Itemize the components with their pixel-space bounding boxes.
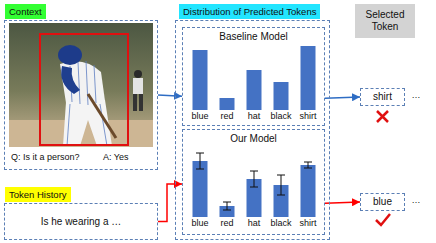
detection-box (40, 34, 128, 145)
baseball-photo (9, 23, 153, 147)
error-bars (196, 153, 312, 210)
bat (88, 94, 116, 138)
bar (274, 82, 289, 110)
selection-arrow (325, 202, 360, 203)
bar-label: black (265, 218, 297, 229)
photo-background (9, 23, 153, 147)
section-heading: Token History (5, 187, 71, 202)
umpire-head (134, 70, 142, 78)
node-text: Baseline Model (183, 31, 324, 43)
bar-label: black (265, 111, 297, 122)
node-text: Is he wearing a … (5, 216, 157, 228)
node-text: blue (361, 196, 404, 208)
node-text: Q: Is it a person? (11, 152, 80, 163)
node-text: shirt (361, 91, 404, 103)
bar-label: shirt (292, 111, 324, 122)
node-text: Selected Token (355, 9, 415, 33)
section-heading: Distribution of Predicted Tokens (179, 4, 320, 19)
umpire-leg (139, 94, 143, 111)
bar-label: hat (238, 218, 270, 229)
bar-label: blue (184, 111, 216, 122)
distribution-box: Distribution of Predicted TokensBaseline… (175, 20, 330, 240)
context-arrow (158, 95, 182, 96)
bar-label: red (211, 218, 243, 229)
umpire-leg (133, 94, 137, 111)
token-box: shirt (360, 88, 405, 106)
bar (301, 165, 316, 217)
context-box: ContextQ: Is it a person?A: Yes (4, 20, 158, 170)
ellipsis: … (408, 90, 424, 101)
umpire-body (133, 78, 143, 94)
player-helmet (58, 45, 82, 65)
token-box: blue (360, 193, 405, 211)
node-text: Our Model (183, 133, 324, 145)
check-mark (376, 214, 390, 225)
bar-label: shirt (292, 218, 324, 229)
bar-label: blue (184, 218, 216, 229)
player-jersey (60, 61, 105, 105)
our-model-bars (193, 161, 316, 217)
bar-label: hat (238, 111, 270, 122)
history-arrow (158, 184, 182, 221)
baseline-bars (193, 46, 316, 110)
pinstripes (67, 61, 107, 146)
selected-token-header: Selected Token (355, 4, 415, 38)
bar (301, 46, 316, 110)
selection-arrow (325, 97, 360, 98)
token-history-box: Token HistoryIs he wearing a … (4, 203, 158, 240)
bar (220, 98, 235, 110)
ellipsis: … (408, 195, 424, 206)
bar-label: red (211, 111, 243, 122)
node-text: A: Yes (103, 152, 129, 163)
bar (193, 50, 208, 110)
player-pants (63, 100, 112, 146)
section-heading: Context (5, 4, 46, 19)
bar (247, 70, 262, 110)
wrong-mark (377, 111, 388, 122)
player-sleeve (61, 66, 80, 94)
